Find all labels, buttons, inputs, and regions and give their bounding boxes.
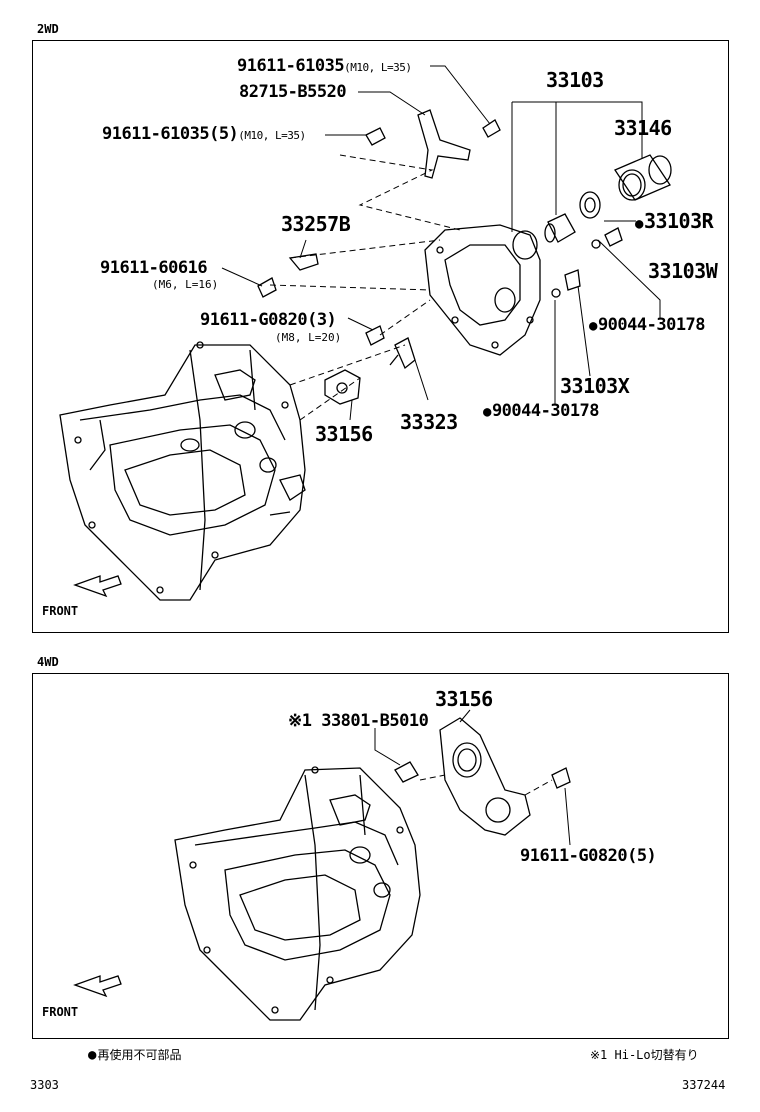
part-number: 33146 xyxy=(614,116,672,140)
front-label-2wd: FRONT xyxy=(42,604,79,618)
part-number: ※1 33801-B5010 xyxy=(288,711,429,731)
bracket-33257b xyxy=(288,253,319,271)
plate-33156-4wd xyxy=(439,717,531,836)
part-spec: (M6, L=16) xyxy=(152,278,219,291)
switch-33323 xyxy=(389,337,416,370)
bolt-60616 xyxy=(257,277,277,298)
part-number: 33156 xyxy=(435,687,493,711)
extension-housing xyxy=(424,224,541,356)
bolt-4wd xyxy=(551,767,571,789)
switch-33801 xyxy=(394,761,419,783)
front-arrow-4wd xyxy=(73,975,122,998)
bushing-33103 xyxy=(544,213,576,243)
part-number: 82715-B5520 xyxy=(239,82,347,102)
plate-33156-2wd xyxy=(324,369,361,405)
part-number: 33257B xyxy=(281,212,351,236)
part-number: 33103X xyxy=(560,374,630,398)
plug-33103x xyxy=(551,269,581,298)
sleeve-33146 xyxy=(614,154,672,201)
oil-seal-33103r xyxy=(579,191,601,219)
front-arrow-2wd xyxy=(73,575,122,598)
panel-4wd xyxy=(32,673,729,1039)
legend-non-reusable: 再使用不可部品 xyxy=(88,1046,181,1063)
page-code-right: 337244 xyxy=(682,1078,726,1092)
part-number: 33103 xyxy=(546,68,604,92)
part-number: 33323 xyxy=(400,410,458,434)
bracket-82715 xyxy=(417,109,471,179)
part-number: 90044-30178 xyxy=(483,401,600,421)
part-number: 33156 xyxy=(315,422,373,446)
front-label-4wd: FRONT xyxy=(42,1005,79,1019)
panel-2wd xyxy=(32,40,729,633)
bolt-g0820 xyxy=(365,325,385,346)
part-number: 91611-60616 xyxy=(100,258,208,278)
part-number: 91611-G0820(3) xyxy=(200,310,337,330)
part-number: 91611-G0820(5) xyxy=(520,846,657,866)
part-number: 91611-61035(5)(M10, L=35) xyxy=(102,124,306,144)
bolt-top-1 xyxy=(482,119,501,138)
section-label-2wd: 2WD xyxy=(37,22,59,36)
part-number: 90044-30178 xyxy=(589,315,706,335)
plug-33103w xyxy=(591,227,623,249)
part-spec: (M8, L=20) xyxy=(275,331,342,344)
part-number: 33103R xyxy=(635,209,714,233)
bolt-top-2 xyxy=(365,127,386,146)
transmission-case-2wd xyxy=(59,341,306,601)
section-label-4wd: 4WD xyxy=(37,655,59,669)
transmission-case-4wd xyxy=(174,766,421,1021)
part-number: 33103W xyxy=(648,259,718,283)
page-code-left: 3303 xyxy=(30,1078,59,1092)
footnote-hi-lo: ※1 Hi-Lo切替有り xyxy=(590,1048,699,1062)
part-number: 91611-61035(M10, L=35) xyxy=(237,56,412,76)
